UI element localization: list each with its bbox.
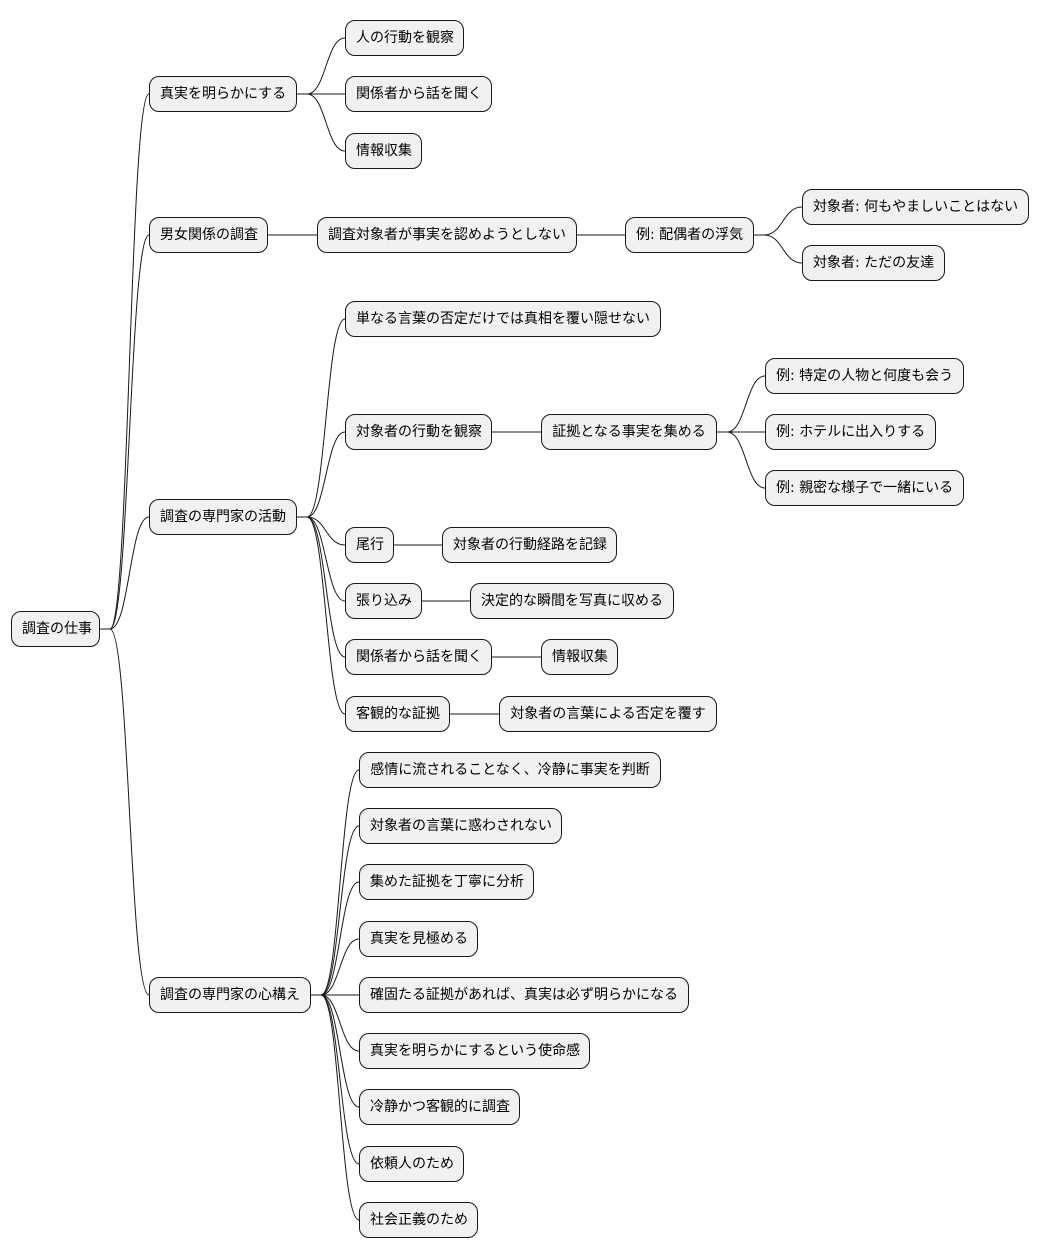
root-node: 調査の仕事 xyxy=(11,611,100,647)
leaf-node: 確固たる証拠があれば、真実は必ず明らかになる xyxy=(359,977,689,1013)
leaf-node: 対象者の言葉による否定を覆す xyxy=(499,696,717,732)
subtopic-node: 対象者の行動を観察 xyxy=(345,414,492,450)
subtopic-node: 関係者から話を聞く xyxy=(345,639,492,675)
subtopic-node: 客観的な証拠 xyxy=(345,696,450,732)
branch-node-relationship-investigation: 男女関係の調査 xyxy=(149,217,268,253)
connector-line xyxy=(297,516,346,602)
connector-line xyxy=(297,318,346,518)
connector-line xyxy=(100,234,150,630)
connector-line xyxy=(297,93,346,152)
connector-line xyxy=(311,994,360,1221)
leaf-node: 社会正義のため xyxy=(359,1202,478,1238)
connector-line xyxy=(311,825,360,996)
leaf-node: 感情に流されることなく、冷静に事実を判断 xyxy=(359,752,661,788)
connector-line xyxy=(100,93,150,630)
leaf-node: 依頼人のため xyxy=(359,1146,464,1182)
connector-line xyxy=(311,769,360,996)
branch-node-expert-activities: 調査の専門家の活動 xyxy=(149,499,297,535)
leaf-node: 対象者: 何もやましいことはない xyxy=(802,189,1029,225)
leaf-node: 集めた証拠を丁寧に分析 xyxy=(359,864,534,900)
example-node: 例: 親密な様子で一緒にいる xyxy=(765,470,964,506)
connector-line xyxy=(100,516,150,630)
connector-line xyxy=(311,994,360,1165)
subtopic-node: 尾行 xyxy=(345,527,394,563)
leaf-node: 真実を見極める xyxy=(359,921,478,957)
leaf-node: 情報収集 xyxy=(541,639,618,675)
example-node: 例: ホテルに出入りする xyxy=(765,414,936,450)
subtopic-node: 証拠となる事実を集める xyxy=(541,414,717,450)
connector-line xyxy=(717,375,766,433)
leaf-node: 人の行動を観察 xyxy=(345,20,464,56)
leaf-node: 対象者の行動経路を記録 xyxy=(442,527,617,563)
example-node: 例: 配偶者の浮気 xyxy=(625,217,754,253)
leaf-node: 対象者の言葉に惑わされない xyxy=(359,808,562,844)
connector-line xyxy=(297,431,346,518)
connector-line xyxy=(297,516,346,715)
branch-node-expert-mindset: 調査の専門家の心構え xyxy=(149,977,311,1013)
connector-line xyxy=(297,516,346,546)
connector-line xyxy=(754,206,803,236)
leaf-node: 情報収集 xyxy=(345,133,422,169)
leaf-node: 関係者から話を聞く xyxy=(345,76,492,112)
example-node: 例: 特定の人物と何度も会う xyxy=(765,358,964,394)
connector-line xyxy=(311,881,360,996)
subtopic-node: 張り込み xyxy=(345,583,422,619)
leaf-node: 対象者: ただの友達 xyxy=(802,245,945,281)
leaf-node: 単なる言葉の否定だけでは真相を覆い隠せない xyxy=(345,301,661,337)
connector-line xyxy=(100,628,150,996)
leaf-node: 冷静かつ客観的に調査 xyxy=(359,1089,520,1125)
subtopic-node: 調査対象者が事実を認めようとしない xyxy=(317,217,577,253)
connector-line xyxy=(297,37,346,95)
connector-line xyxy=(717,431,766,489)
connector-line xyxy=(754,234,803,264)
leaf-node: 決定的な瞬間を写真に収める xyxy=(470,583,674,619)
leaf-node: 真実を明らかにするという使命感 xyxy=(359,1033,590,1069)
branch-node-reveal-truth: 真実を明らかにする xyxy=(149,76,297,112)
